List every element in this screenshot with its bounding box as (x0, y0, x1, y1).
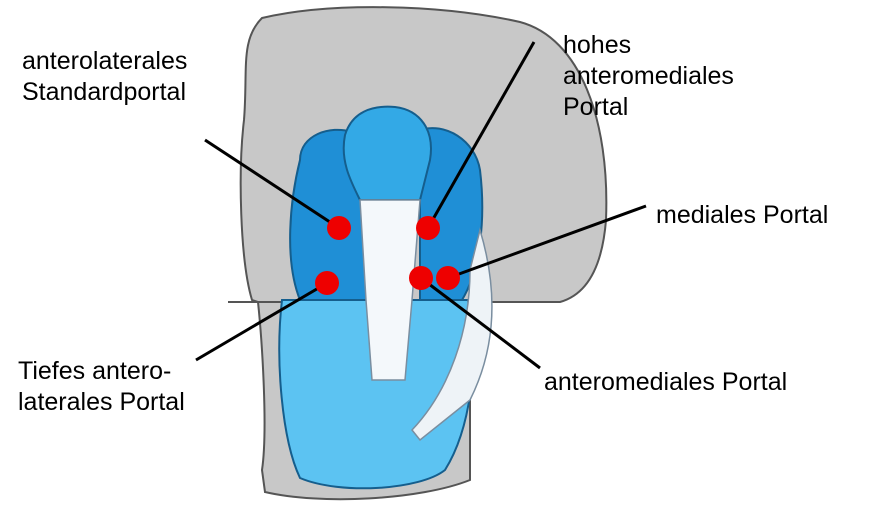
label-line: Tiefes antero- (18, 356, 185, 387)
patella (344, 107, 431, 200)
label-anteromedial-portal: anteromediales Portal (544, 367, 787, 398)
portal-dot-anterolateral-standard (327, 216, 351, 240)
label-line: Portal (563, 92, 734, 123)
portal-dot-anteromedial (409, 266, 433, 290)
label-line: anteromediales Portal (544, 367, 787, 398)
label-line: anteromediales (563, 61, 734, 92)
label-deep-anterolateral-portal: Tiefes antero- laterales Portal (18, 356, 185, 418)
portal-dot-high-anteromedial (416, 216, 440, 240)
label-line: Standardportal (22, 77, 187, 108)
label-line: laterales Portal (18, 387, 185, 418)
label-high-anteromedial-portal: hohes anteromediales Portal (563, 30, 734, 123)
label-medial-portal: mediales Portal (656, 200, 828, 231)
label-anterolateral-standard-portal: anterolaterales Standardportal (22, 46, 187, 108)
label-line: mediales Portal (656, 200, 828, 231)
label-line: anterolaterales (22, 46, 187, 77)
label-line: hohes (563, 30, 734, 61)
portal-dot-medial (436, 266, 460, 290)
portal-dot-deep-anterolateral (315, 271, 339, 295)
